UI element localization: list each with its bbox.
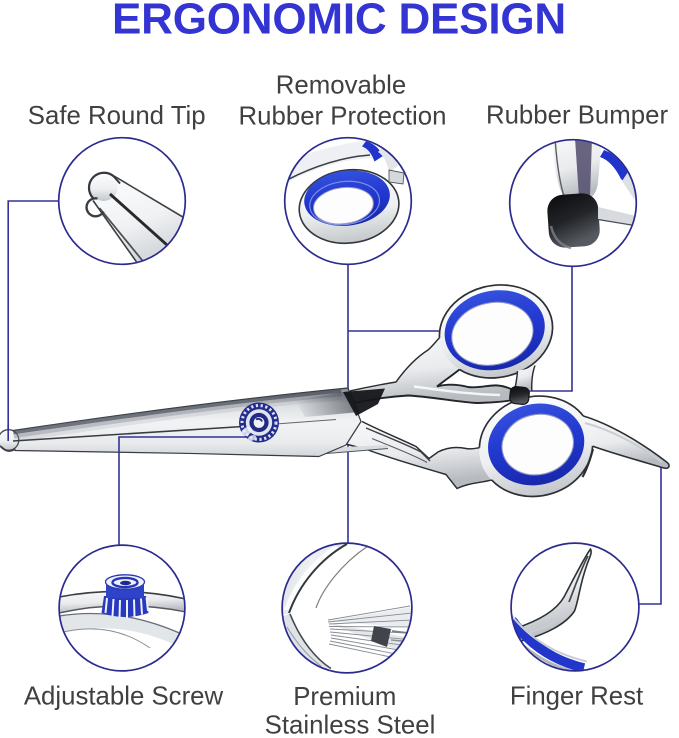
svg-text:Stainless Steel: Stainless Steel bbox=[265, 712, 436, 738]
svg-text:ERGONOMIC DESIGN: ERGONOMIC DESIGN bbox=[112, 0, 566, 44]
svg-text:Premium: Premium bbox=[293, 683, 396, 711]
svg-text:Rubber Bumper: Rubber Bumper bbox=[486, 102, 669, 130]
svg-text:Finger Rest: Finger Rest bbox=[510, 683, 643, 711]
svg-text:Adjustable Screw: Adjustable Screw bbox=[24, 683, 224, 711]
svg-text:Removable: Removable bbox=[276, 72, 406, 100]
svg-text:Rubber Protection: Rubber Protection bbox=[239, 102, 447, 130]
svg-text:Safe Round Tip: Safe Round Tip bbox=[28, 102, 206, 130]
